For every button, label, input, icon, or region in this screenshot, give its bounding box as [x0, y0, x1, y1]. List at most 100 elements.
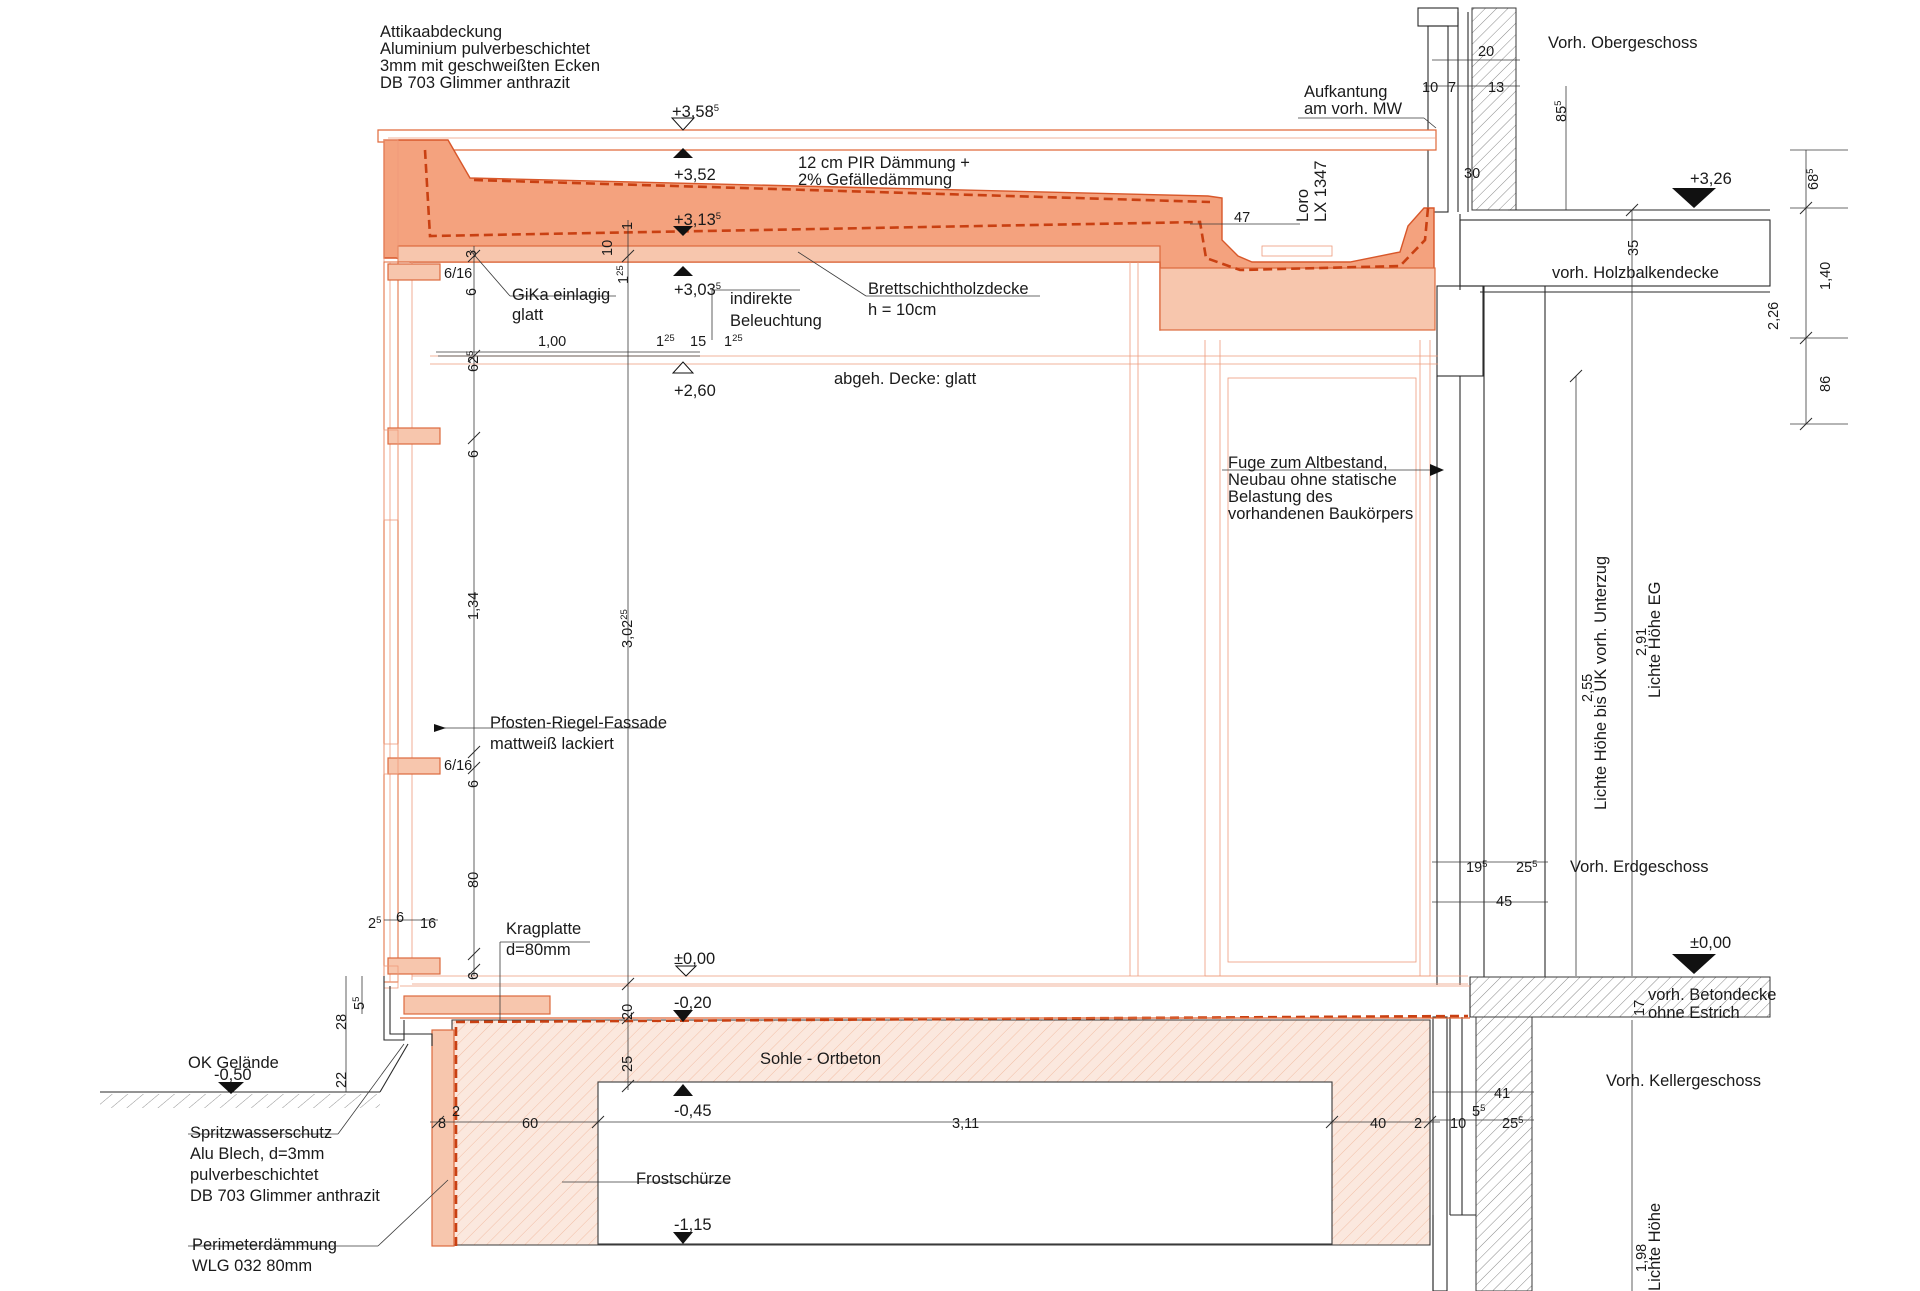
- dim-19-5: 195: [1466, 859, 1487, 876]
- label-attika-3: 3mm mit geschweißten Ecken: [380, 57, 600, 75]
- dim-226: 2,26: [1766, 302, 1782, 330]
- label-ok-gelaende: OK Gelände: [188, 1054, 279, 1072]
- label-spritz-1: Spritzwasserschutz: [190, 1124, 332, 1142]
- dim-30225: 3,0225: [619, 609, 636, 648]
- dim-6b: 6: [466, 450, 482, 458]
- level-m115: -1,15: [674, 1216, 712, 1234]
- level-markers: [218, 117, 1716, 1244]
- label-gika-1: GiKa einlagig: [512, 286, 610, 304]
- label-abgeh-decke: abgeh. Decke: glatt: [834, 370, 977, 388]
- dim-10b: 10: [600, 240, 616, 256]
- dim-3: 3: [464, 250, 480, 258]
- dim-25-5b: 255: [1502, 1115, 1523, 1132]
- label-pir-2: 2% Gefälledämmung: [798, 171, 952, 189]
- dim-1-25b: 125: [656, 333, 675, 350]
- dim-100: 1,00: [538, 334, 566, 350]
- label-betondecke-2: ohne Estrich: [1648, 1004, 1740, 1022]
- dim-1: 1: [620, 222, 636, 230]
- level-m020: -0,20: [674, 994, 712, 1012]
- dim-25: 25: [620, 1056, 636, 1072]
- dim-62: 625: [465, 351, 482, 372]
- dim-10: 10: [1422, 80, 1438, 96]
- dim-616a: 6/16: [444, 266, 472, 282]
- dim-5-5: 55: [351, 997, 368, 1010]
- label-perimeter-2: WLG 032 80mm: [192, 1257, 312, 1275]
- dim-22: 22: [334, 1072, 350, 1088]
- level-labels: +3,585 +3,52 +3,135 +3,035 +2,60 +3,26 ±…: [214, 103, 1732, 1234]
- level-000-right: ±0,00: [1690, 934, 1731, 952]
- dim-85: 855: [1553, 101, 1570, 122]
- dim-291: 2,91: [1634, 628, 1650, 656]
- label-erdgeschoss: Vorh. Erdgeschoss: [1570, 858, 1709, 876]
- dim-6a: 6: [464, 288, 480, 296]
- existing-building: [1417, 7, 1771, 1291]
- dim-5-5b: 55: [1472, 1103, 1485, 1120]
- dim-20: 20: [1478, 44, 1494, 60]
- level-3035: +3,035: [674, 281, 721, 299]
- label-aufkantung-2: am vorh. MW: [1304, 100, 1403, 118]
- label-attika-4: DB 703 Glimmer anthrazit: [380, 74, 570, 92]
- label-bsh-2: h = 10cm: [868, 301, 936, 319]
- label-lichte: Lichte Höhe: [1646, 1203, 1664, 1291]
- label-frostschuerze: Frostschürze: [636, 1170, 731, 1188]
- label-pir-1: 12 cm PIR Dämmung +: [798, 154, 970, 172]
- leader-lines: [188, 117, 1444, 1247]
- label-attika-2: Aluminium pulverbeschichtet: [380, 40, 590, 58]
- label-holzbalkendecke: vorh. Holzbalkendecke: [1552, 264, 1719, 282]
- dim-616b: 6/16: [444, 758, 472, 774]
- label-fuge-3: Belastung des: [1228, 488, 1333, 506]
- dim-1-25: 125: [615, 265, 632, 284]
- level-m050: -0,50: [214, 1066, 252, 1084]
- dim-30: 30: [1464, 166, 1480, 182]
- label-perimeter-1: Perimeterdämmung: [192, 1236, 337, 1254]
- label-pfosten-1: Pfosten-Riegel-Fassade: [490, 714, 667, 732]
- interior-lines: [397, 262, 1468, 985]
- foundation: [100, 976, 1470, 1247]
- dim-47: 47: [1234, 210, 1250, 226]
- label-sohle: Sohle - Ortbeton: [760, 1050, 881, 1068]
- dimension-labels: 20 10 7 13 855 30 47 35 685 1,40 2,26 86…: [334, 44, 1834, 1272]
- dim-10c: 10: [1450, 1116, 1466, 1132]
- dim-2a: 2: [452, 1104, 460, 1120]
- label-spritz-3: pulverbeschichtet: [190, 1166, 319, 1184]
- dim-60: 60: [522, 1116, 538, 1132]
- dim-86: 86: [1818, 376, 1834, 392]
- label-indirekt-2: Beleuchtung: [730, 312, 822, 330]
- label-attika-1: Attikaabdeckung: [380, 23, 502, 41]
- label-lichte-eg: Lichte Höhe EG: [1646, 582, 1664, 698]
- dim-20b: 20: [620, 1004, 636, 1020]
- dim-198: 1,98: [1634, 1244, 1650, 1272]
- dim-140: 1,40: [1818, 262, 1834, 290]
- dim-2b: 2: [1414, 1116, 1422, 1132]
- label-loro-2: LX 1347: [1312, 161, 1330, 222]
- dim-17: 17: [1632, 1000, 1648, 1016]
- dim-6c: 6: [466, 780, 482, 788]
- level-000-left: ±0,00: [674, 950, 715, 968]
- level-358: +3,585: [672, 103, 719, 121]
- dim-16: 16: [420, 916, 436, 932]
- dim-45: 45: [1496, 894, 1512, 910]
- dim-40: 40: [1370, 1116, 1386, 1132]
- dim-13: 13: [1488, 80, 1504, 96]
- dim-80: 80: [466, 872, 482, 888]
- level-3135: +3,135: [674, 211, 721, 229]
- annotations: Attikaabdeckung Aluminium pulverbeschich…: [188, 23, 1776, 1291]
- dim-28: 28: [334, 1014, 350, 1030]
- dimension-lines: [345, 59, 1848, 1291]
- dim-8: 8: [438, 1116, 446, 1132]
- dim-15: 15: [690, 334, 706, 350]
- label-pfosten-2: mattweiß lackiert: [490, 735, 614, 753]
- label-betondecke-1: vorh. Betondecke: [1648, 986, 1776, 1004]
- dim-25-5: 255: [1516, 859, 1537, 876]
- dim-68: 685: [1805, 169, 1822, 190]
- level-352: +3,52: [674, 166, 716, 184]
- level-m045: -0,45: [674, 1102, 712, 1120]
- label-lichte-unterzug: Lichte Höhe bis UK vorh. Unterzug: [1592, 556, 1610, 810]
- dim-7: 7: [1448, 80, 1456, 96]
- label-indirekt-1: indirekte: [730, 290, 792, 308]
- level-326: +3,26: [1690, 170, 1732, 188]
- label-loro-1: Loro: [1294, 189, 1312, 222]
- label-kragplatte-1: Kragplatte: [506, 920, 581, 938]
- label-spritz-2: Alu Blech, d=3mm: [190, 1145, 324, 1163]
